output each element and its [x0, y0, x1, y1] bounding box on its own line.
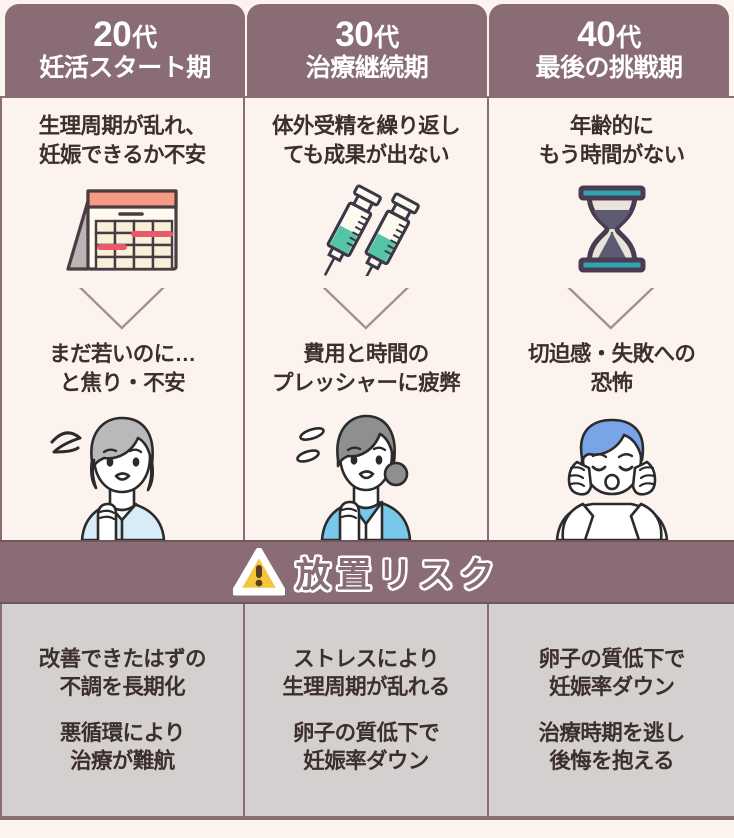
problem-icon-wrap — [2, 169, 243, 288]
risk-item: ストレスにより 生理周期が乱れる — [282, 646, 450, 700]
chevron-down-icon — [567, 288, 655, 330]
risk-item: 卵子の質低下で 妊娠率ダウン — [292, 720, 440, 773]
reaction-text: 切迫感・失敗への 恐怖 — [528, 342, 696, 395]
reaction-text: まだ若いのに… と焦り・不安 — [49, 342, 196, 395]
stage-subtitle: 妊活スタート期 — [39, 53, 211, 82]
problem-cell-40s: 年齢的に もう時間がない — [489, 98, 734, 288]
reaction-cell-20s: まだ若いのに… と焦り・不安 — [0, 334, 245, 540]
chevron-down-icon — [78, 288, 165, 330]
problem-text: 年齢的に もう時間がない — [538, 114, 685, 167]
stage-subtitle: 治療継続期 — [305, 53, 429, 82]
risk-cell-40s: 卵子の質低下で 妊娠率ダウン 治療時期を逃し 後悔を抱える — [489, 604, 734, 816]
illustration-wrap — [2, 398, 243, 540]
calendar-icon — [66, 188, 178, 271]
hourglass-icon — [578, 185, 646, 273]
reaction-cell-40s: 切迫感・失敗への 恐怖 — [489, 334, 734, 540]
worried-woman-hand-on-chin-illustration — [50, 416, 166, 540]
chevron-cell-40s — [489, 288, 734, 334]
stage-subtitle: 最後の挑戦期 — [535, 53, 683, 82]
distressed-person-holding-head-illustration — [555, 418, 668, 540]
chevron-down-icon — [322, 288, 409, 330]
problem-text: 体外受精を繰り返し ても成果が出ない — [271, 114, 461, 167]
risk-item: 治療時期を逃し 後悔を抱える — [538, 720, 686, 773]
risk-item: 悪循環により 治療が難航 — [59, 720, 186, 773]
reaction-cell-30s: 費用と時間の プレッシャーに疲弊 — [244, 334, 490, 540]
stressed-woman-sweatdrops-illustration — [296, 414, 412, 540]
risk-cell-20s: 改善できたはずの 不調を長期化 悪循環により 治療が難航 — [0, 604, 245, 816]
risk-banner-title: 放置リスク — [295, 547, 500, 598]
bottom-edge — [0, 816, 734, 820]
risk-banner: 放置リスク — [0, 540, 734, 604]
risk-item: 卵子の質低下で 妊娠率ダウン — [538, 646, 686, 700]
chevron-cell-20s — [0, 288, 245, 334]
stage-age-suffix: 代 — [132, 24, 157, 53]
problem-row: 生理周期が乱れ、 妊娠できるか不安 — [0, 96, 734, 288]
stage-age-number: 40 — [577, 15, 616, 55]
emotional-reaction-row: まだ若いのに… と焦り・不安 — [0, 334, 734, 540]
problem-icon-wrap — [245, 169, 488, 288]
problem-cell-20s: 生理周期が乱れ、 妊娠できるか不安 — [0, 98, 245, 288]
illustration-wrap — [489, 398, 734, 540]
reaction-text: 費用と時間の プレッシャーに疲弊 — [271, 342, 461, 395]
problem-icon-wrap — [489, 169, 734, 288]
stage-age-number: 30 — [335, 15, 374, 55]
chevron-cell-30s — [244, 288, 490, 334]
risk-cell-30s: ストレスにより 生理周期が乱れる 卵子の質低下で 妊娠率ダウン — [244, 604, 490, 816]
risk-banner-title-text: 放置リスク — [295, 555, 501, 595]
illustration-wrap — [245, 398, 488, 540]
risk-row: 改善できたはずの 不調を長期化 悪循環により 治療が難航 ストレスにより 生理周… — [0, 604, 734, 816]
syringes-icon — [324, 184, 420, 276]
problem-text: 生理周期が乱れ、 妊娠できるか不安 — [38, 114, 207, 167]
stage-age-suffix: 代 — [616, 24, 641, 53]
risk-item: 改善できたはずの 不調を長期化 — [38, 646, 207, 700]
problem-cell-30s: 体外受精を繰り返し ても成果が出ない — [244, 98, 490, 288]
stage-age-number: 20 — [93, 15, 132, 55]
chevron-divider-row — [0, 288, 734, 334]
stage-age-suffix: 代 — [374, 24, 399, 53]
warning-triangle-icon — [233, 548, 286, 596]
